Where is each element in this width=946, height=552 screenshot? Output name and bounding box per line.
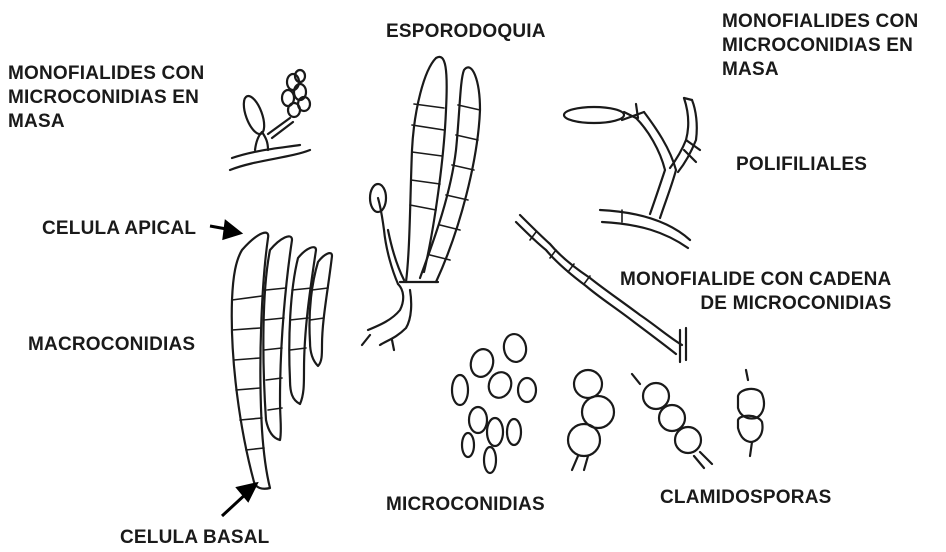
label-monofialides-right-line2: MICROCONIDIAS EN (722, 34, 918, 58)
label-polifiliales: POLIFILIALES (736, 153, 867, 177)
label-macroconidias: MACROCONIDIAS (28, 333, 195, 357)
polifialides-drawing (564, 98, 700, 248)
label-monofialides-left: MONOFIALIDES CON MICROCONIDIAS EN MASA (8, 62, 204, 134)
label-monofialides-left-line1: MONOFIALIDES CON (8, 62, 204, 86)
esporodoquia-drawing (362, 57, 480, 350)
label-monofialide-cadena-line1: MONOFIALIDE CON CADENA (620, 268, 891, 292)
label-esporodoquia: ESPORODOQUIA (386, 20, 546, 44)
label-monofialide-cadena: MONOFIALIDE CON CADENA DE MICROCONIDIAS (620, 268, 891, 316)
label-monofialides-right-line3: MASA (722, 58, 918, 82)
monofialides-left-drawing (230, 70, 310, 170)
label-monofialides-right-line1: MONOFIALIDES CON (722, 10, 918, 34)
label-clamidosporas: CLAMIDOSPORAS (660, 486, 832, 510)
clamidosporas-drawing (568, 370, 764, 470)
label-microconidias: MICROCONIDIAS (386, 493, 545, 517)
arrowhead-celula-apical (224, 222, 240, 238)
macroconidias-drawing (232, 233, 332, 489)
label-monofialides-left-line3: MASA (8, 110, 204, 134)
label-monofialides-right: MONOFIALIDES CON MICROCONIDIAS EN MASA (722, 10, 918, 82)
label-monofialides-left-line2: MICROCONIDIAS EN (8, 86, 204, 110)
label-celula-apical: CELULA APICAL (42, 217, 196, 241)
label-monofialide-cadena-line2: DE MICROCONIDIAS (620, 292, 891, 316)
label-celula-basal: CELULA BASAL (120, 526, 269, 550)
microconidias-drawing (452, 332, 536, 473)
